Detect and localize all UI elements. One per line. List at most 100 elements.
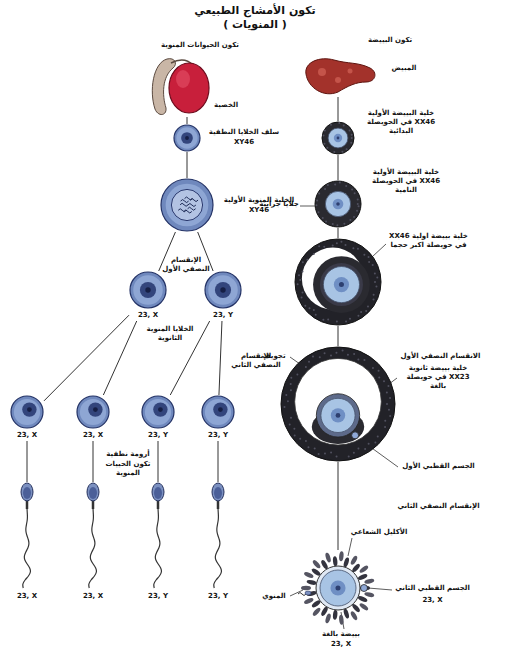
corona-cell — [350, 610, 359, 621]
connector-line — [93, 441, 94, 482]
corona-cell — [359, 564, 370, 573]
sperm-tail — [89, 508, 97, 588]
granulosa-dot — [324, 453, 326, 455]
follicle-wall — [295, 239, 381, 325]
connector-line — [187, 117, 188, 124]
sperm-tail — [23, 508, 31, 588]
connector-line — [219, 321, 222, 395]
granulosa-dot — [330, 354, 332, 356]
granulosa-dot — [354, 192, 356, 194]
sperm-nucleus — [89, 487, 97, 499]
corona-cell — [324, 613, 331, 624]
connector-line — [218, 441, 219, 482]
testis-body — [169, 63, 209, 113]
leader-line — [348, 538, 352, 556]
granulosa-dot — [314, 447, 316, 449]
sperm-head — [305, 591, 311, 595]
cytoplasm — [145, 399, 171, 425]
chromatin-strand — [180, 203, 188, 206]
granulosa-dot — [323, 246, 325, 248]
cytoplasm — [80, 399, 106, 425]
connector-line — [27, 441, 28, 482]
node-label: 23, Y — [204, 311, 242, 320]
shape-outline — [18, 482, 36, 590]
cell-nucleus — [153, 402, 167, 416]
cell-nucleus — [140, 282, 156, 298]
granulosa-dot — [333, 151, 335, 153]
granulosa-dot — [344, 244, 346, 246]
sperm-head — [212, 483, 224, 501]
oocyte-nucleus — [330, 580, 345, 595]
granulosa-dot — [299, 279, 301, 281]
connector-line — [338, 462, 339, 550]
connector-line — [187, 152, 188, 178]
granulosa-dot — [347, 354, 349, 356]
cell-nucleus — [215, 282, 231, 298]
granulosa-dot — [336, 242, 338, 244]
sperm-head — [152, 483, 164, 501]
spermatogonium-cell: سلف الخلايا النطفيةXY46 — [173, 124, 201, 152]
granulosa-dot — [304, 305, 306, 307]
granulosa-dot — [346, 148, 348, 150]
shape-outline — [314, 180, 362, 228]
oocyte-nucleolus — [336, 202, 340, 206]
connector-line — [338, 97, 339, 121]
granulosa-dot — [349, 318, 351, 320]
granulosa-dot — [305, 366, 307, 368]
testis-node: تكون الحيوانات المنويةالخصية — [147, 55, 227, 117]
granulosa-dot — [351, 188, 353, 190]
sperm-cell: 23, X — [18, 482, 36, 590]
node-label: 23, Y — [201, 431, 235, 440]
oocyte — [328, 128, 348, 148]
node-label: الخصية — [208, 101, 244, 110]
granulosa-dot — [389, 415, 391, 417]
granulosa-dot — [357, 448, 359, 450]
granulosa-dot — [318, 192, 320, 194]
granulosa-dot — [353, 452, 355, 454]
granulosa-dot — [296, 374, 298, 376]
mature-ovum: بييضة بالغة23, X — [298, 550, 378, 626]
granulosa-dot — [322, 319, 324, 321]
granulosa-dot — [326, 147, 328, 149]
annotation-label: تكون الحييات المنوية — [98, 460, 158, 478]
sperm-cell: 23, X — [84, 482, 102, 590]
annotation-label: 23, X — [410, 596, 455, 605]
node-label: خلية البييضة الأولية XX46 في الحويصلة ال… — [364, 168, 448, 195]
granulosa-dot — [368, 261, 370, 263]
node-label: خلية بييضة ثانوية XX23 في حويصلة بالغة — [398, 364, 478, 391]
chromatin-strand — [188, 204, 196, 207]
granulosa-dot — [377, 435, 379, 437]
sperm-head — [87, 483, 99, 501]
oocyte-nucleus — [333, 199, 344, 210]
granulosa-dot — [345, 185, 347, 187]
granulosa-dot — [336, 455, 338, 457]
shape-outline — [160, 178, 214, 232]
oocyte-nucleus — [334, 277, 349, 292]
granulosa-dot — [290, 383, 292, 385]
cell-membrane — [142, 396, 174, 428]
granulosa-dot — [338, 122, 340, 124]
secondary-spermatocyte-cell: 23, X — [129, 271, 167, 321]
granulosa-dot — [335, 352, 337, 354]
corona-cell — [303, 597, 314, 605]
node-label: 23, Y — [141, 431, 175, 440]
cytoplasm — [208, 275, 238, 305]
corona-cell — [306, 579, 317, 585]
granulosa-dot — [327, 318, 329, 320]
granulosa-dot — [323, 143, 325, 145]
cytoplasm — [205, 399, 231, 425]
connector-line — [338, 326, 339, 346]
chromatin-strand — [178, 209, 186, 212]
node-label: بييضة بالغة — [316, 630, 366, 639]
follicle-cavity — [302, 248, 364, 310]
ovary-body — [306, 59, 375, 94]
granulosa-dot — [367, 305, 369, 307]
granulosa-dot — [297, 283, 299, 285]
corona-ring — [316, 394, 359, 437]
connector-line — [44, 315, 129, 401]
cell-membrane — [11, 396, 43, 428]
cell-nucleus — [88, 402, 102, 416]
granulosa-dot — [318, 453, 320, 455]
